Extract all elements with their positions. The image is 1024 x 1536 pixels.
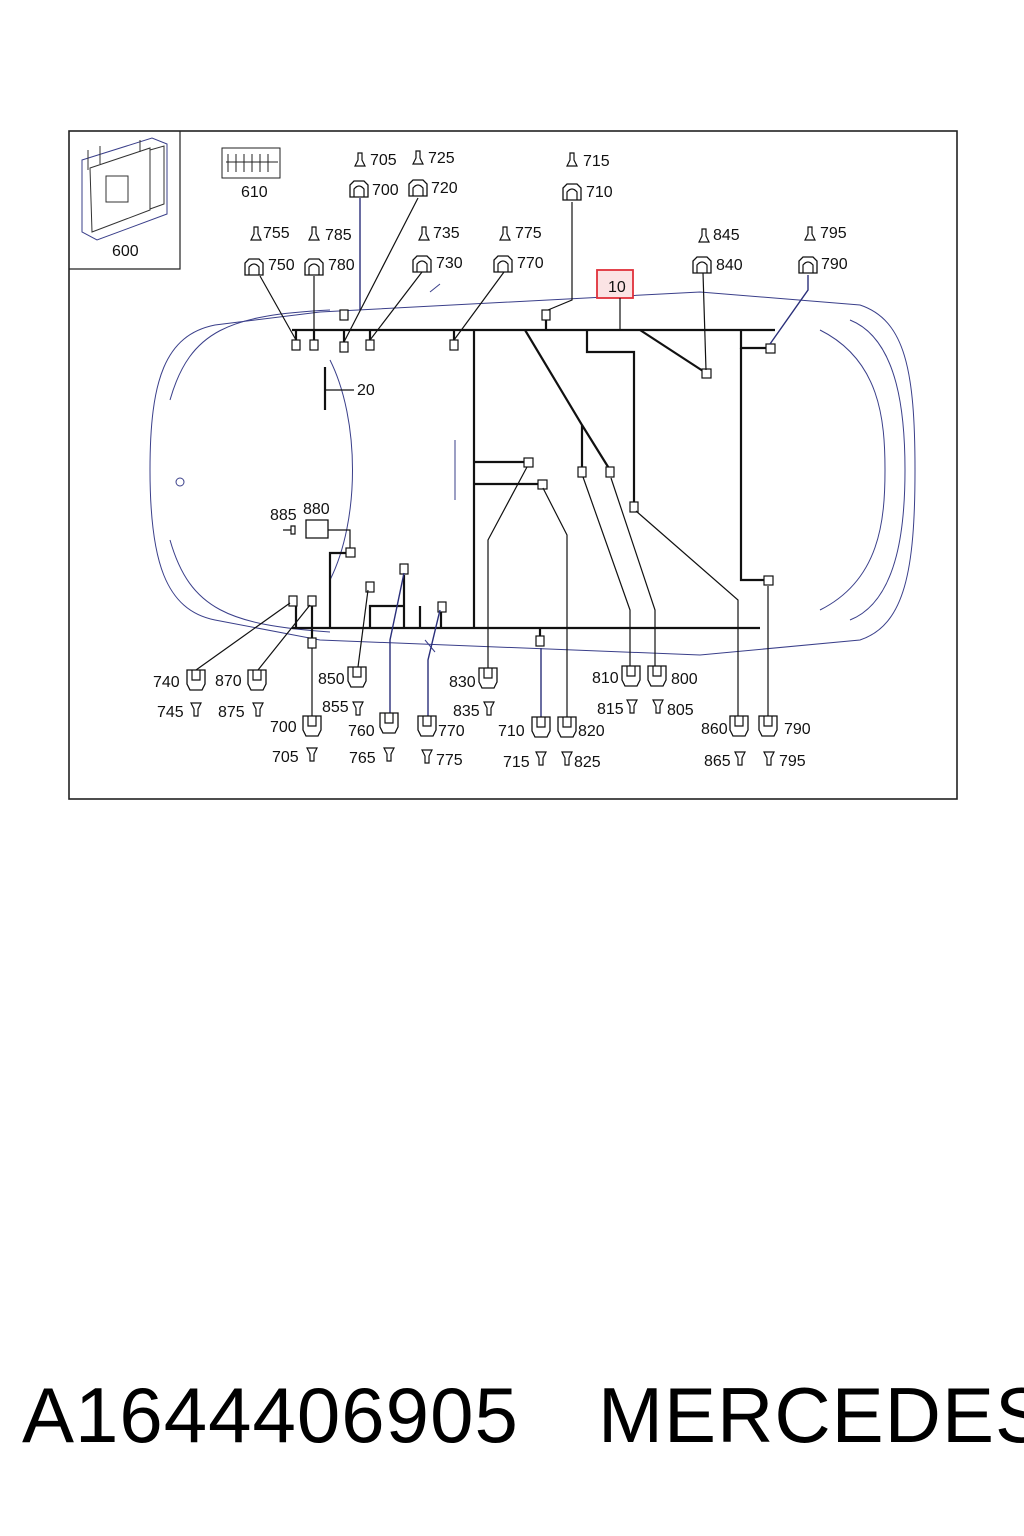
connector-block-610 [221,147,281,179]
inset-box-600 [69,131,181,270]
label-755: 755 [263,225,290,242]
label-775-top: 775 [515,225,542,242]
label-735: 735 [433,225,460,242]
label-870: 870 [215,673,242,690]
label-795-bottom: 795 [779,753,806,770]
label-770-bottom: 770 [438,723,465,740]
label-705-bottom: 705 [272,749,299,766]
label-725-top: 725 [428,150,455,167]
diagram-frame [68,130,958,800]
label-720-top: 720 [431,180,458,197]
inline-connectors [288,309,776,649]
label-790-top: 790 [821,256,848,273]
label-880: 880 [303,501,330,518]
label-860: 860 [701,721,728,738]
footer: A1644406905 MERCEDES [0,1370,1024,1480]
label-775-bottom: 775 [436,752,463,769]
label-875: 875 [218,704,245,721]
bottom-branch-lines [195,466,769,717]
label-835: 835 [453,703,480,720]
part-number: A1644406905 [22,1371,519,1459]
label-760: 760 [348,723,375,740]
label-795-top: 795 [820,225,847,242]
callout-600: 600 [112,243,139,260]
label-800: 800 [671,671,698,688]
label-730: 730 [436,255,463,272]
label-705-top: 705 [370,152,397,169]
label-745: 745 [157,704,184,721]
label-715-bottom: 715 [503,754,530,771]
callout-10-highlight [596,269,634,299]
wiring-harness-diagram: 600 610 10 20 [68,130,958,800]
callout-20: 20 [357,382,375,399]
label-830: 830 [449,674,476,691]
label-790-bottom: 790 [784,721,811,738]
label-825: 825 [574,754,601,771]
label-770-top: 770 [517,255,544,272]
label-700-bottom: 700 [270,719,297,736]
label-700-top: 700 [372,182,399,199]
label-885: 885 [270,507,297,524]
label-715-top: 715 [583,153,610,170]
control-unit-600-drawing [81,137,168,241]
label-855: 855 [322,699,349,716]
label-750: 750 [268,257,295,274]
label-845: 845 [713,227,740,244]
top-branch-lines [259,197,809,371]
callout-610: 610 [241,184,268,201]
label-780: 780 [328,257,355,274]
label-765: 765 [349,750,376,767]
brand-name: MERCEDES [598,1371,1024,1459]
label-810: 810 [592,670,619,687]
connector-880 [283,519,351,548]
label-710-top: 710 [586,184,613,201]
label-840: 840 [716,257,743,274]
harness-wires [292,318,775,645]
label-865: 865 [704,753,731,770]
label-710-bottom: 710 [498,723,525,740]
callout-10: 10 [608,279,626,296]
label-805: 805 [667,702,694,719]
vehicle-outline [149,283,916,656]
label-815: 815 [597,701,624,718]
label-850: 850 [318,671,345,688]
label-820: 820 [578,723,605,740]
label-740: 740 [153,674,180,691]
label-785: 785 [325,227,352,244]
